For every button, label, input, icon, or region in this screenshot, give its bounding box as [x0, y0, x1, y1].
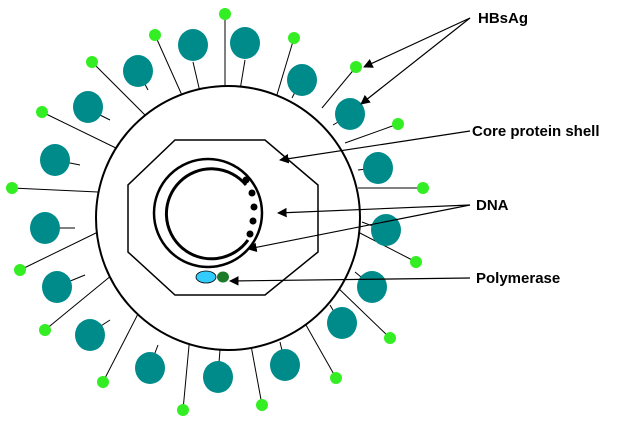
spike-line: [102, 309, 141, 383]
hbsag-tip: [97, 376, 109, 388]
teal-protein: [363, 152, 393, 184]
hbsag-tip: [384, 332, 396, 344]
teal-protein: [75, 319, 105, 351]
spike-line: [275, 37, 295, 99]
teal-protein: [335, 98, 365, 130]
teal-protein: [42, 271, 72, 303]
surface-proteins: [30, 27, 401, 393]
hbsag-tip: [39, 324, 51, 336]
hbsag-tip: [149, 29, 161, 41]
label-polymerase: Polymerase: [476, 270, 560, 287]
dna-inner-strand: [164, 167, 250, 261]
arrow-dna-1: [277, 204, 471, 218]
hbsag-tip: [6, 182, 18, 194]
spike-line: [357, 231, 417, 263]
arrow-hbsag-2: [360, 17, 471, 105]
spike-line: [19, 231, 99, 271]
hbsag-tip: [410, 256, 422, 268]
surface-spikes: [6, 8, 429, 416]
spike-line: [11, 187, 99, 193]
spike-line: [44, 274, 113, 331]
spike-line: [321, 66, 357, 109]
spike-line: [249, 339, 263, 406]
spike-line: [301, 317, 337, 379]
label-dna: DNA: [476, 197, 509, 214]
hbsag-tip: [14, 264, 26, 276]
arrow-hbsag-1: [363, 17, 471, 68]
dna-outer-strand: [152, 157, 264, 269]
arrow-polymerase: [229, 276, 471, 286]
polymerase-light-subunit: [195, 270, 217, 284]
spike-line: [91, 61, 151, 121]
teal-protein: [287, 64, 317, 96]
hbsag-tip: [392, 118, 404, 130]
hbsag-tip: [288, 32, 300, 44]
spike-line: [154, 34, 186, 103]
teal-protein: [73, 91, 103, 123]
teal-protein: [270, 349, 300, 381]
hbsag-tip: [417, 182, 429, 194]
arrow-core-shell: [279, 130, 471, 164]
teal-protein: [178, 29, 208, 61]
spike-line: [41, 111, 121, 151]
dna-gap-dots: [242, 176, 258, 238]
hbsag-tip: [177, 404, 189, 416]
teal-protein: [40, 144, 70, 176]
polymerase-dark-subunit: [217, 271, 229, 283]
hbsag-tip: [330, 372, 342, 384]
polymerase: [195, 270, 229, 284]
callout-arrows: [229, 17, 471, 286]
teal-protein: [327, 307, 357, 339]
label-hbsag: HBsAg: [478, 10, 528, 27]
teal-protein: [230, 27, 260, 59]
teal-protein: [357, 271, 387, 303]
hbsag-tip: [36, 106, 48, 118]
spike-line: [182, 334, 191, 411]
spike-line: [344, 123, 399, 144]
teal-protein: [371, 214, 401, 246]
hbsag-tip: [86, 56, 98, 68]
hbsag-tip: [350, 61, 362, 73]
hbsag-tip: [256, 399, 268, 411]
teal-protein: [123, 55, 153, 87]
teal-protein: [30, 212, 60, 244]
hbsag-tip: [219, 8, 231, 20]
arrow-dna-2: [247, 204, 471, 253]
teal-protein: [135, 352, 165, 384]
label-core-protein-shell: Core protein shell: [472, 123, 600, 140]
teal-protein: [203, 361, 233, 393]
spike-line: [334, 284, 391, 339]
